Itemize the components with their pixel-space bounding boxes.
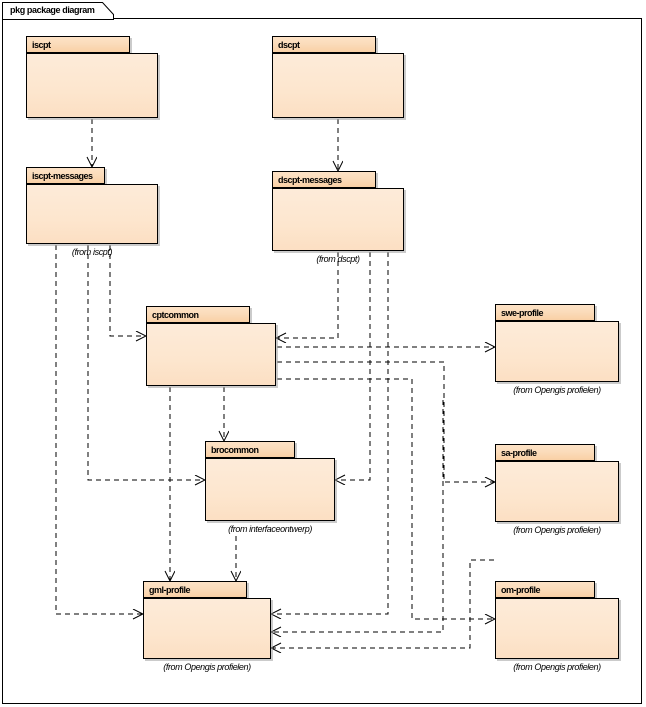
package-iscpt-messages-label: iscpt-messages [32, 171, 93, 181]
package-cptcommon-label: cptcommon [152, 310, 199, 320]
package-om-profile[interactable]: om-profile (from Opengis profielen) [495, 581, 619, 672]
package-brocommon-body [205, 458, 335, 521]
package-swe-profile-label: swe-profile [501, 308, 544, 318]
package-dscpt-messages-tab: dscpt-messages [272, 171, 376, 188]
package-dscpt-body [272, 53, 404, 118]
package-dscpt-messages-from: (from dscpt) [316, 254, 360, 264]
package-iscpt-body [26, 53, 158, 118]
package-gml-profile-label: gml-profile [149, 585, 191, 595]
package-gml-profile[interactable]: gml-profile (from Opengis profielen) [143, 581, 271, 672]
package-gml-profile-tab: gml-profile [143, 581, 247, 598]
package-sa-profile-body [495, 461, 619, 522]
package-cptcommon[interactable]: cptcommon [146, 306, 276, 386]
package-dscpt-messages-body [272, 188, 404, 251]
package-sa-profile-label: sa-profile [501, 448, 537, 458]
package-dscpt-tab: dscpt [272, 36, 376, 53]
package-iscpt[interactable]: iscpt [26, 36, 158, 118]
package-dscpt[interactable]: dscpt [272, 36, 404, 118]
package-om-profile-label: om-profile [501, 585, 541, 595]
package-iscpt-tab: iscpt [26, 36, 130, 53]
package-dscpt-messages-label: dscpt-messages [278, 175, 342, 185]
package-brocommon-from: (from interfaceontwerp) [228, 524, 312, 534]
diagram-frame-label: pkg package diagram [10, 5, 95, 15]
package-sa-profile-from: (from Opengis profielen) [513, 525, 601, 535]
package-brocommon-label: brocommon [211, 445, 259, 455]
package-iscpt-messages-from: (from iscpt) [71, 247, 113, 257]
package-swe-profile[interactable]: swe-profile (from Opengis profielen) [495, 304, 619, 395]
package-cptcommon-tab: cptcommon [146, 306, 250, 323]
package-iscpt-messages-body [26, 184, 158, 244]
package-sa-profile[interactable]: sa-profile (from Opengis profielen) [495, 444, 619, 535]
package-gml-profile-from: (from Opengis profielen) [163, 662, 251, 672]
diagram-frame-tab: pkg package diagram [2, 2, 114, 20]
package-swe-profile-body [495, 321, 619, 382]
package-om-profile-from: (from Opengis profielen) [513, 662, 601, 672]
package-swe-profile-from: (from Opengis profielen) [513, 385, 601, 395]
package-cptcommon-body [146, 323, 276, 386]
package-gml-profile-body [143, 598, 271, 659]
package-om-profile-tab: om-profile [495, 581, 595, 598]
package-iscpt-messages[interactable]: iscpt-messages (from iscpt) [26, 167, 158, 257]
package-brocommon[interactable]: brocommon (from interfaceontwerp) [205, 441, 335, 534]
package-dscpt-label: dscpt [278, 40, 300, 50]
package-sa-profile-tab: sa-profile [495, 444, 595, 461]
package-iscpt-label: iscpt [32, 40, 51, 50]
package-om-profile-body [495, 598, 619, 659]
package-iscpt-messages-tab: iscpt-messages [26, 167, 105, 184]
frame-tab-shape-icon [2, 2, 114, 20]
package-swe-profile-tab: swe-profile [495, 304, 595, 321]
package-dscpt-messages[interactable]: dscpt-messages (from dscpt) [272, 171, 404, 264]
package-brocommon-tab: brocommon [205, 441, 295, 458]
